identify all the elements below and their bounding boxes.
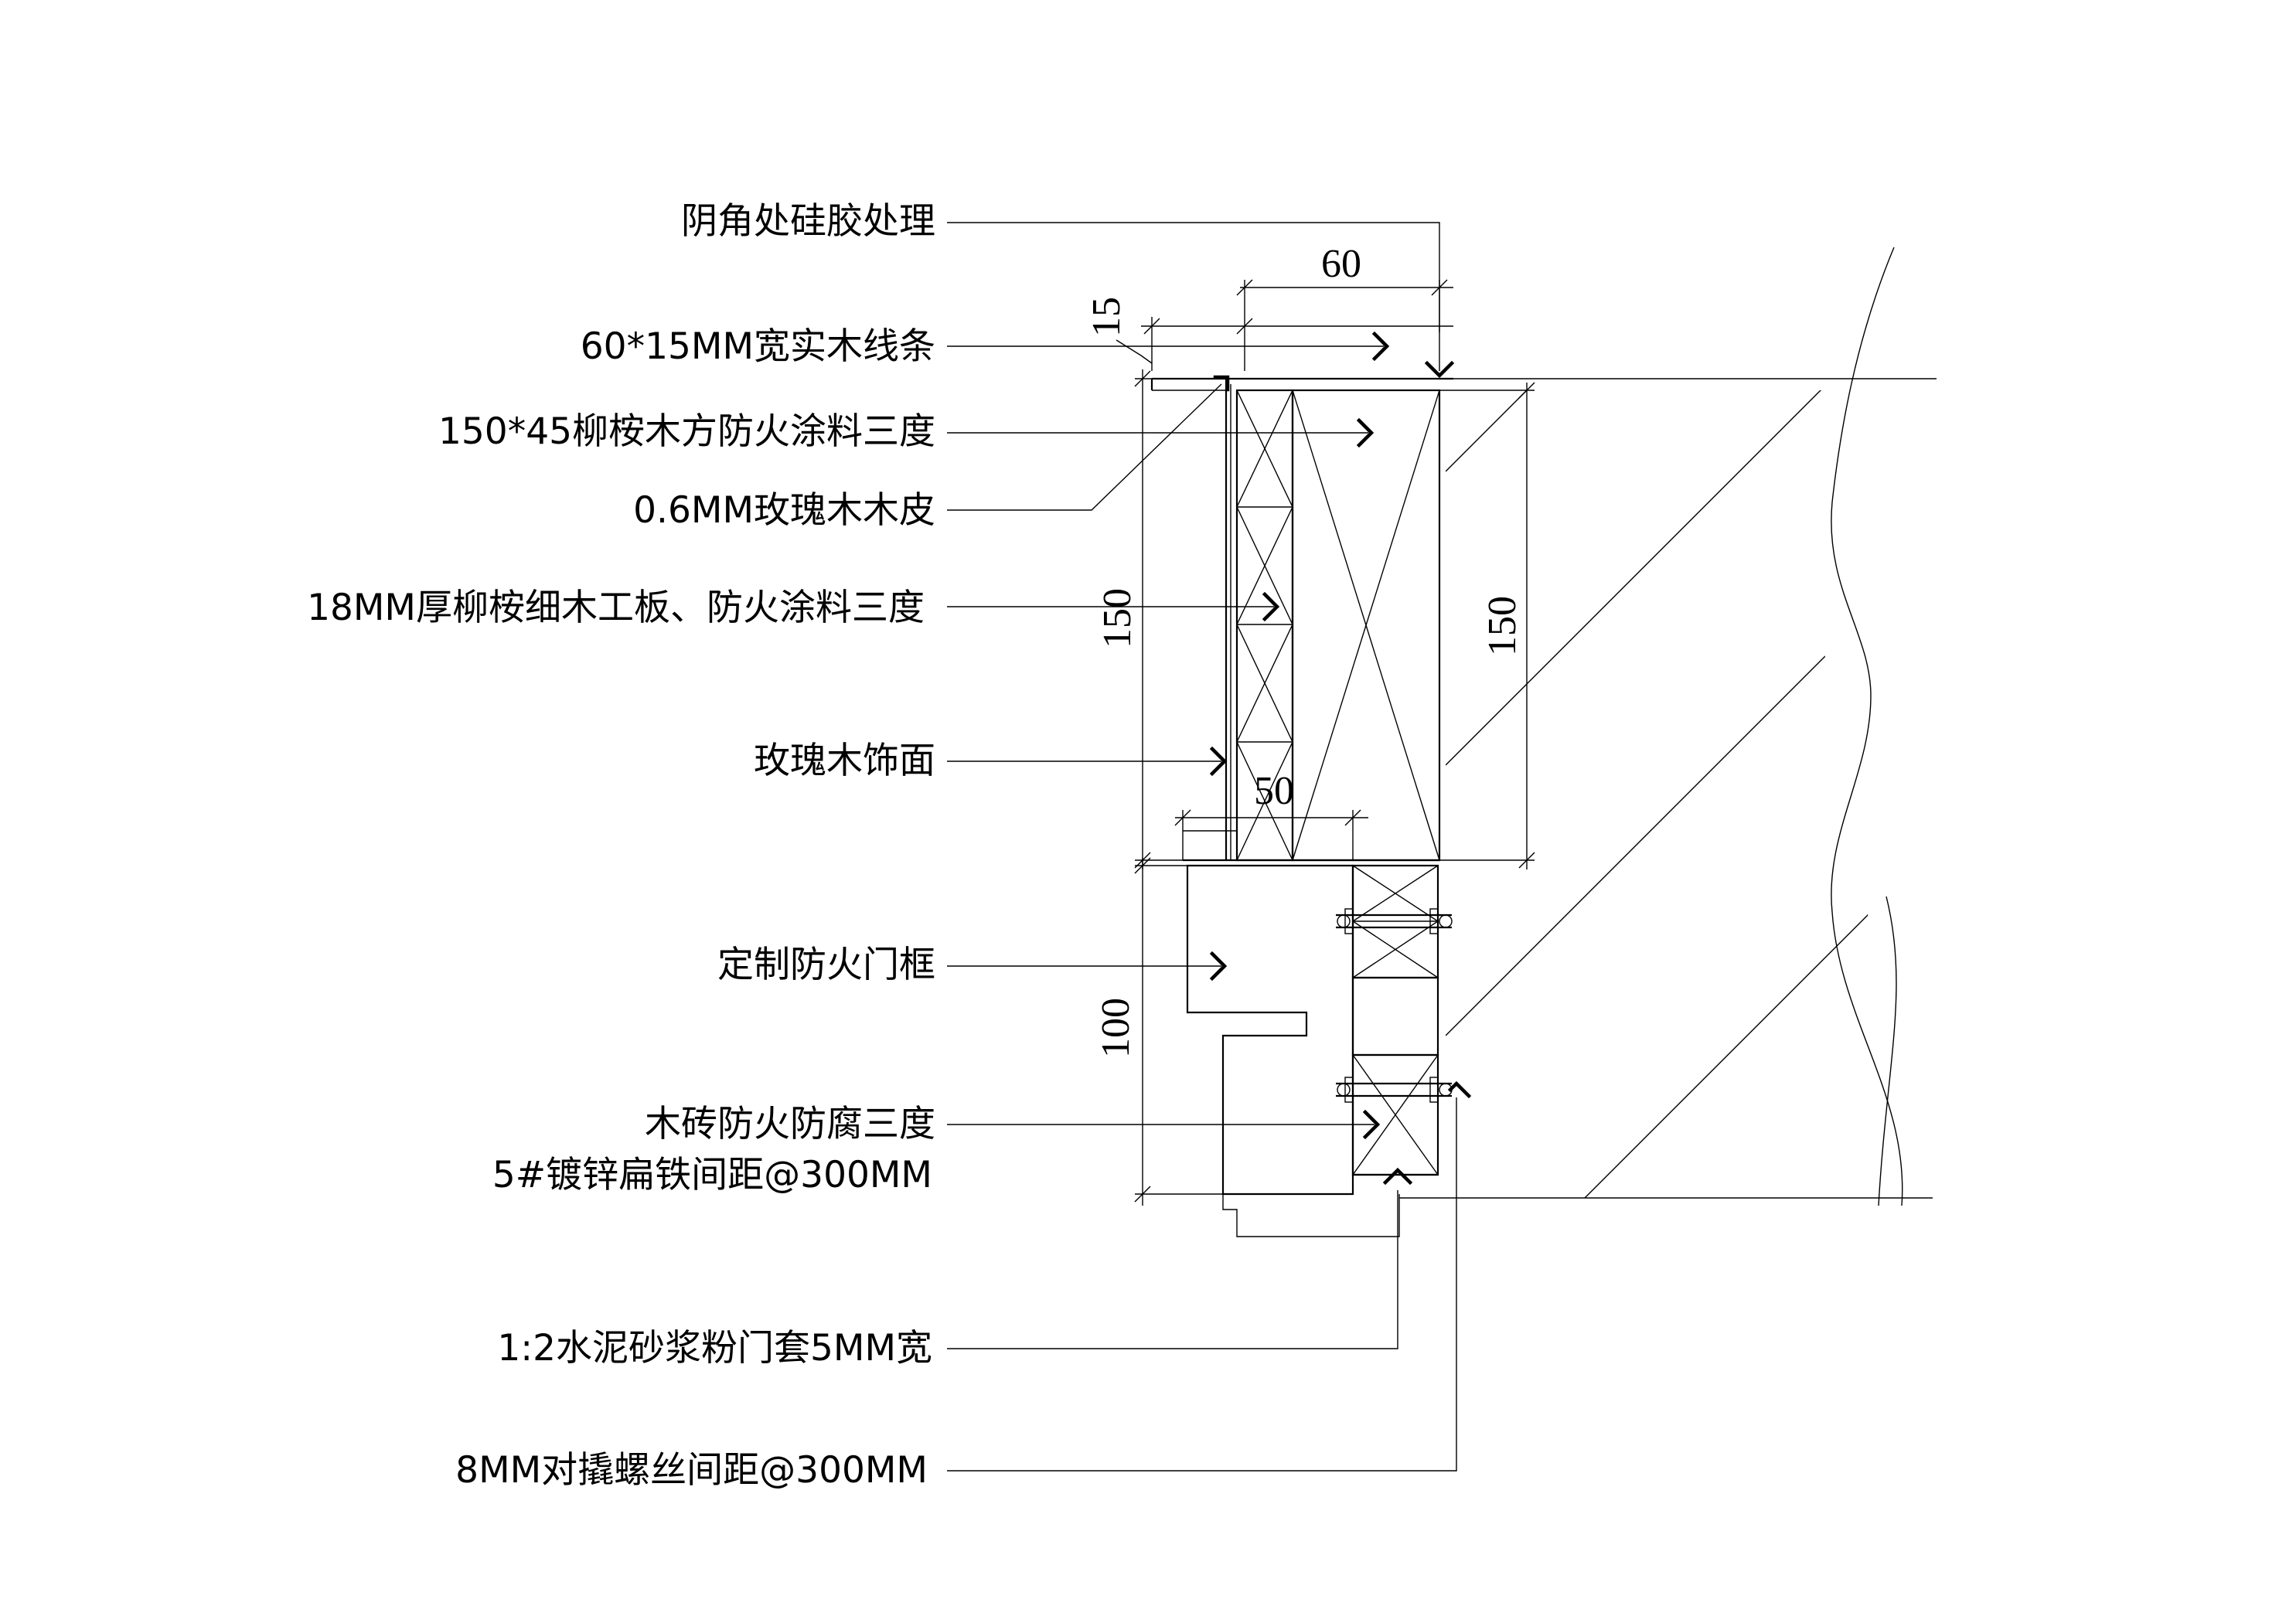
dimension-lines xyxy=(1116,279,1535,1206)
bolt-lower xyxy=(1336,1077,1453,1103)
dim-150-left: 150 xyxy=(1095,588,1139,648)
dim-15: 15 xyxy=(1085,297,1129,337)
callout-labels: 阴角处硅胶处理 60*15MM宽实木线条 150*45柳桉木方防火涂料三度 0.… xyxy=(307,200,935,1492)
wall-break-line xyxy=(1831,247,1903,1206)
label-rosewood-face: 玫瑰木饰面 xyxy=(754,740,935,782)
label-wood-batten: 150*45柳桉木方防火涂料三度 xyxy=(438,410,935,453)
dim-60: 60 xyxy=(1321,242,1361,286)
wall-hatch xyxy=(1446,390,1917,1198)
dim-150-right: 150 xyxy=(1480,596,1524,656)
wood-batten-150x45 xyxy=(1291,389,1441,862)
label-wood-brick: 木砖防火防腐三度 xyxy=(645,1103,935,1145)
wall-break-line-2 xyxy=(1878,896,1897,1206)
label-flat-iron: 5#镀锌扁铁间距@300MM xyxy=(492,1154,932,1196)
wall-section xyxy=(1399,247,1937,1206)
bolt-upper xyxy=(1336,908,1453,934)
label-veneer: 0.6MM玫瑰木木皮 xyxy=(633,489,935,532)
label-cement-mortar: 1:2水泥砂浆粉门套5MM宽 xyxy=(497,1327,932,1370)
label-blockboard: 18MM厚柳桉细木工板、防火涂料三度 xyxy=(307,587,925,629)
label-solid-wood-strip: 60*15MM宽实木线条 xyxy=(581,325,935,368)
label-fire-door-frame: 定制防火门框 xyxy=(717,944,935,986)
label-bolt: 8MM对撬螺丝间距@300MM xyxy=(455,1449,928,1492)
dim-50: 50 xyxy=(1254,769,1294,813)
wood-bricks xyxy=(1351,864,1439,1176)
leader-lines xyxy=(947,222,1472,1472)
dim-100: 100 xyxy=(1094,998,1138,1058)
rosewood-facing xyxy=(1150,377,1453,862)
label-corner-silicone: 阴角处硅胶处理 xyxy=(681,200,935,243)
